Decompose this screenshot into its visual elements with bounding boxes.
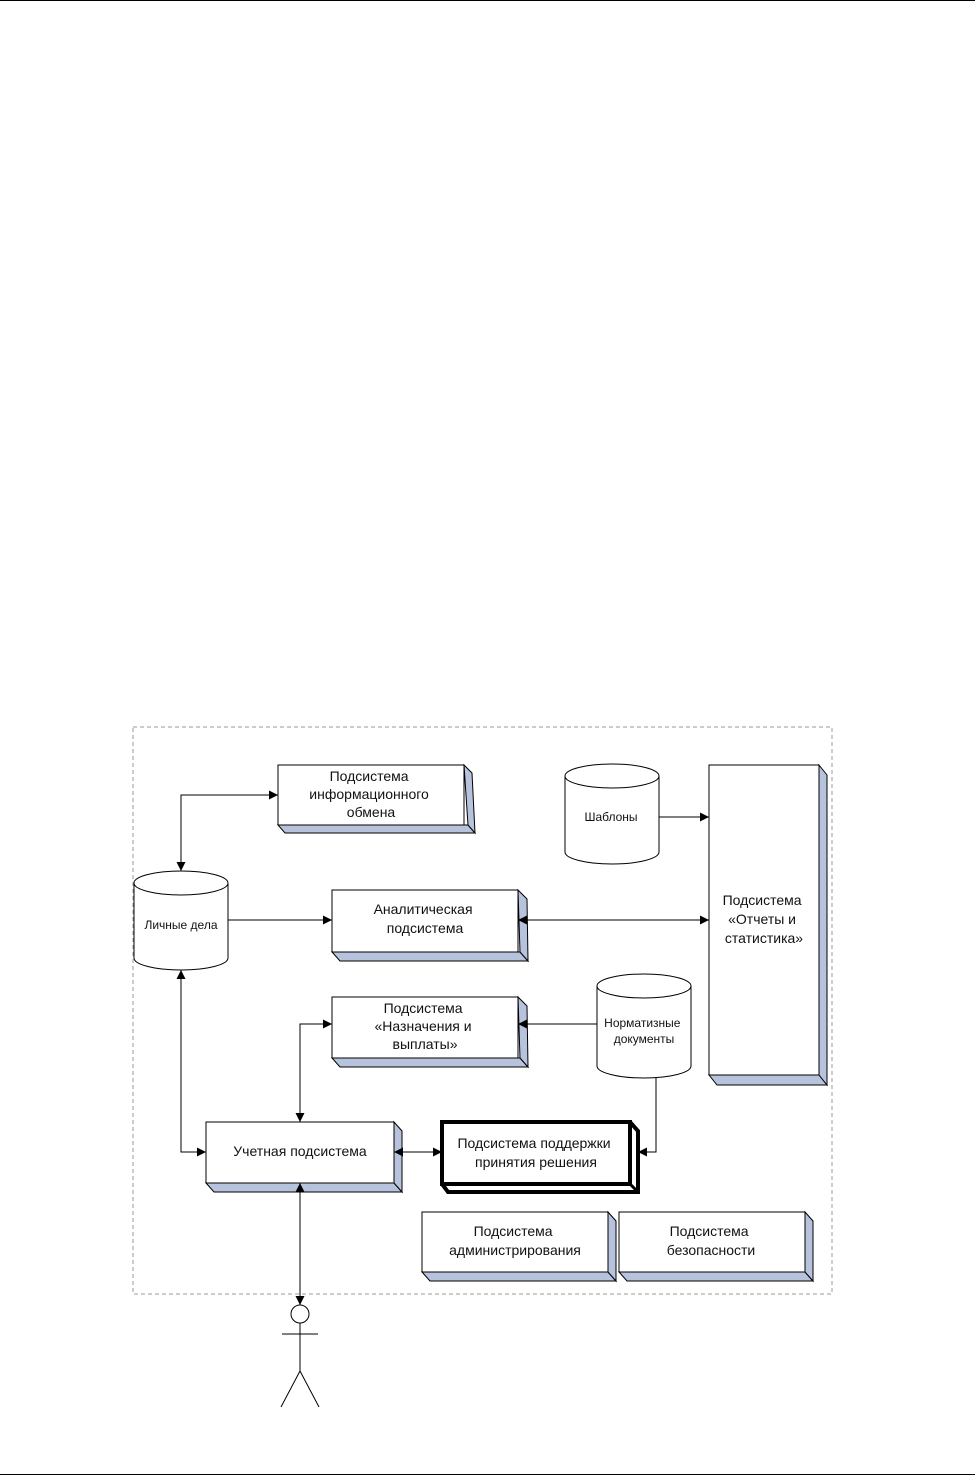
normative-docs-store: Норматизные документы <box>597 974 691 1078</box>
normative-docs-line-2: документы <box>614 1032 675 1046</box>
administration-box: Подсистема администрирования <box>422 1212 616 1281</box>
security-box: Подсистема безопасности <box>619 1212 813 1281</box>
svg-text:Шаблоны: Шаблоны <box>584 810 637 824</box>
link-personal-files-info-exchange <box>181 795 278 871</box>
security-line-2: безопасности <box>667 1242 756 1258</box>
personal-files-label: Личные дела <box>144 918 217 932</box>
accounting-line-1: Учетная подсистема <box>233 1143 367 1159</box>
reports-box: Подсистема «Отчеты и статистика» <box>709 765 827 1085</box>
assignments-line-1: Подсистема <box>384 1000 463 1016</box>
assignments-box: Подсистема «Назначения и выплаты» <box>332 997 528 1067</box>
decision-support-line-1: Подсистема поддержки <box>457 1135 610 1151</box>
svg-text:Учетная подсистема: Учетная подсистема <box>233 1143 367 1159</box>
reports-line-1: Подсистема <box>723 892 802 908</box>
link-assignments-accounting <box>300 1024 332 1122</box>
security-line-1: Подсистема <box>670 1223 749 1239</box>
link-normative-docs-decision-support <box>638 1078 656 1152</box>
normative-docs-line-1: Норматизные <box>604 1016 681 1030</box>
info-exchange-box: Подсистема информационного обмена <box>278 765 475 833</box>
analytics-line-2: подсистема <box>387 920 464 936</box>
svg-text:Подсистема «Отчеты и: Подсистема «Отчеты и статистика» <box>723 892 806 946</box>
administration-line-2: администрирования <box>449 1242 581 1258</box>
analytics-box: Аналитическая подсистема <box>332 890 528 961</box>
link-personal-files-accounting <box>181 970 206 1152</box>
info-exchange-line-2: информационного <box>309 786 429 802</box>
reports-line-2: «Отчеты и <box>728 911 796 927</box>
info-exchange-line-3: обмена <box>347 804 396 820</box>
reports-line-3: статистика» <box>725 930 803 946</box>
accounting-box: Учетная подсистема <box>206 1122 402 1192</box>
templates-label: Шаблоны <box>584 810 637 824</box>
templates-store: Шаблоны <box>565 764 659 864</box>
svg-text:Личные дела: Личные дела <box>144 918 217 932</box>
personal-files-store: Личные дела <box>134 871 228 970</box>
decision-support-box: Подсистема поддержки принятия решения <box>442 1122 638 1192</box>
analytics-line-1: Аналитическая <box>374 901 473 917</box>
decision-support-line-2: принятия решения <box>475 1154 597 1170</box>
assignments-line-3: выплаты» <box>393 1036 458 1052</box>
info-exchange-line-1: Подсистема <box>330 768 409 784</box>
administration-line-1: Подсистема <box>474 1223 553 1239</box>
user-actor-icon <box>281 1305 319 1407</box>
assignments-line-2: «Назначения и <box>375 1018 472 1034</box>
